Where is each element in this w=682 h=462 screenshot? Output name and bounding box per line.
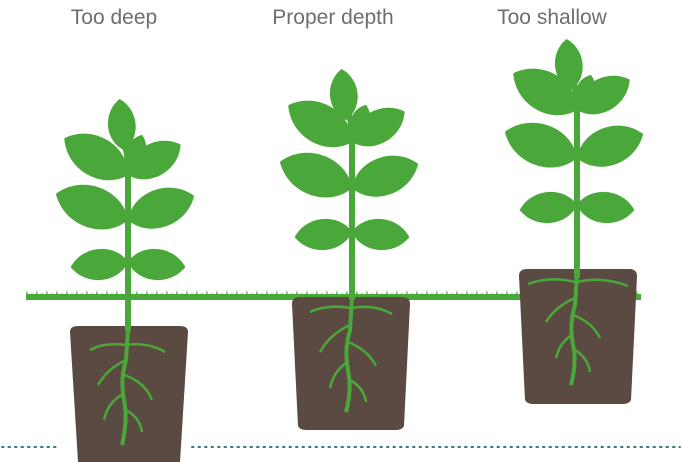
soil-pot-too-deep <box>70 326 188 462</box>
